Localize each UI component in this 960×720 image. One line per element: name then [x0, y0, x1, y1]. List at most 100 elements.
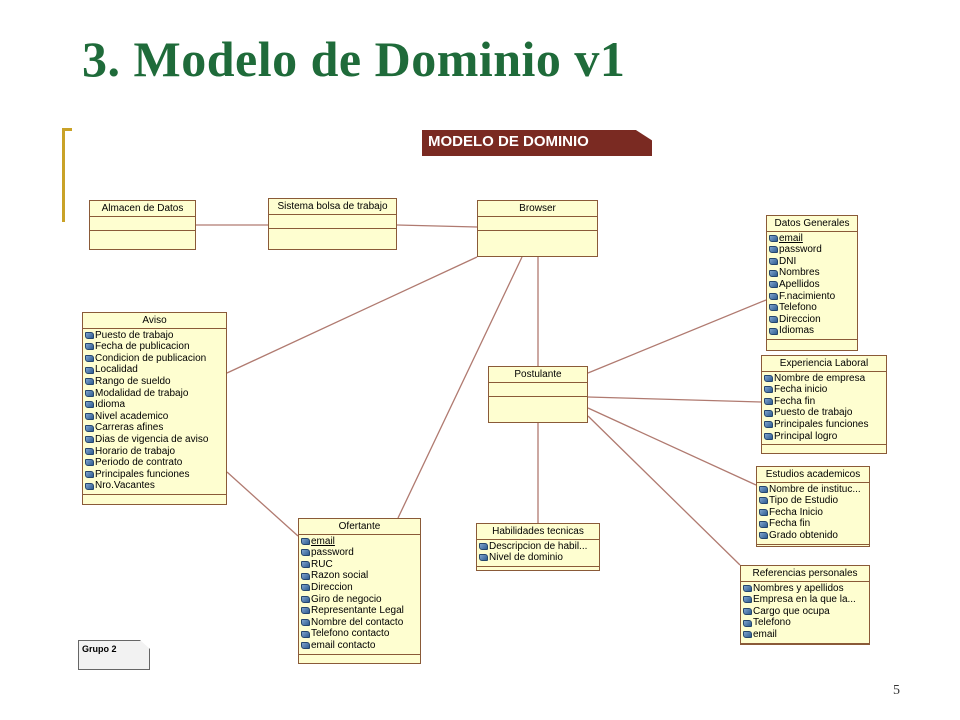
attribute-icon: [769, 316, 778, 324]
class-name: Postulante: [489, 367, 587, 383]
class-browser[interactable]: Browser: [477, 200, 598, 257]
class-name: Experiencia Laboral: [762, 356, 886, 372]
class-attribute: Periodo de contrato: [85, 457, 224, 469]
attribute-label: Principal logro: [774, 430, 838, 442]
class-name: Browser: [478, 201, 597, 217]
class-attribute: Nombre de instituc...: [759, 484, 867, 496]
class-habilidades-tecnicas[interactable]: Habilidades tecnicas Descripcion de habi…: [476, 523, 600, 571]
attribute-label: password: [311, 547, 354, 559]
attribute-label: Fecha Inicio: [769, 506, 823, 518]
class-attribute: Idiomas: [769, 325, 855, 337]
attribute-label: Puesto de trabajo: [95, 329, 174, 341]
class-name: Almacen de Datos: [90, 201, 195, 217]
attribute-label: Modalidad de trabajo: [95, 387, 189, 399]
class-estudios-academicos[interactable]: Estudios academicos Nombre de instituc..…: [756, 466, 870, 547]
attribute-icon: [85, 424, 94, 432]
class-attribute: Dias de vigencia de aviso: [85, 434, 224, 446]
class-attribute: Apellidos: [769, 279, 855, 291]
attribute-icon: [301, 537, 310, 545]
class-attribute: Nombres y apellidos: [743, 583, 867, 595]
class-attribute: Nivel de dominio: [479, 552, 597, 564]
class-name: Aviso: [83, 313, 226, 329]
class-attribute: email contacto: [301, 640, 418, 652]
attribute-label: Direccion: [311, 581, 353, 593]
class-operations: [741, 644, 869, 652]
class-sistema-bolsa-de-trabajo[interactable]: Sistema bolsa de trabajo: [268, 198, 397, 250]
attribute-icon: [764, 421, 773, 429]
class-referencias-personales[interactable]: Referencias personales Nombres y apellid…: [740, 565, 870, 645]
attribute-icon: [85, 482, 94, 490]
class-name: Habilidades tecnicas: [477, 524, 599, 540]
class-attribute: Giro de negocio: [301, 594, 418, 606]
attribute-label: password: [779, 244, 822, 256]
class-almacen-de-datos[interactable]: Almacen de Datos: [89, 200, 196, 250]
attribute-icon: [85, 331, 94, 339]
attribute-icon: [743, 584, 752, 592]
attribute-icon: [759, 509, 768, 517]
class-name: Datos Generales: [767, 216, 857, 232]
class-attribute: Direccion: [769, 314, 855, 326]
slide-title: 3. Modelo de Dominio v1: [82, 31, 626, 87]
class-attribute: Puesto de trabajo: [85, 330, 224, 342]
attribute-icon: [85, 436, 94, 444]
attribute-icon: [85, 378, 94, 386]
class-operations: [90, 231, 195, 239]
attribute-label: Idiomas: [779, 325, 815, 337]
class-attribute: Fecha fin: [759, 518, 867, 530]
attribute-label: Idioma: [95, 399, 126, 411]
attribute-label: Periodo de contrato: [95, 457, 183, 469]
association-postulante-referencias: [587, 415, 741, 566]
association-sistema-browser: [396, 224, 478, 228]
association-browser-ofertante: [397, 256, 523, 519]
attribute-icon: [301, 619, 310, 627]
attribute-label: Fecha de publicacion: [95, 341, 190, 353]
attribute-label: Grado obtenido: [769, 529, 838, 541]
class-attribute: Nombre de empresa: [764, 373, 884, 385]
class-attributes: [269, 215, 396, 229]
attribute-icon: [743, 608, 752, 616]
class-attribute: Representante Legal: [301, 605, 418, 617]
attribute-label: Dias de vigencia de aviso: [95, 433, 209, 445]
attribute-icon: [85, 447, 94, 455]
class-attribute: email: [743, 629, 867, 641]
attribute-icon: [743, 631, 752, 639]
class-attribute: RUC: [301, 559, 418, 571]
attribute-label: Fecha fin: [769, 518, 811, 530]
class-operations: [269, 229, 396, 237]
class-attribute: Descripcion de habil...: [479, 541, 597, 553]
attribute-icon: [769, 292, 778, 300]
attribute-icon: [479, 554, 488, 562]
attribute-icon: [769, 258, 778, 266]
attribute-icon: [479, 542, 488, 550]
class-operations: [762, 445, 886, 453]
attribute-label: email contacto: [311, 639, 376, 651]
attribute-icon: [85, 471, 94, 479]
class-attribute: Carreras afines: [85, 422, 224, 434]
attribute-icon: [85, 401, 94, 409]
class-operations: [478, 231, 597, 239]
attribute-icon: [764, 374, 773, 382]
attribute-label: DNI: [779, 255, 797, 267]
class-name: Referencias personales: [741, 566, 869, 582]
attribute-icon: [769, 327, 778, 335]
class-attribute: Telefono: [743, 617, 867, 629]
attribute-icon: [301, 642, 310, 650]
attribute-label: email: [779, 232, 803, 244]
attribute-icon: [769, 269, 778, 277]
class-attribute: Fecha de publicacion: [85, 341, 224, 353]
attribute-label: Nivel academico: [95, 410, 169, 422]
class-postulante[interactable]: Postulante: [488, 366, 588, 423]
attribute-label: Condicion de publicacion: [95, 352, 207, 364]
class-name: Ofertante: [299, 519, 420, 535]
class-attribute: Condicion de publicacion: [85, 353, 224, 365]
class-attribute: Puesto de trabajo: [764, 407, 884, 419]
attribute-label: Nombre del contacto: [311, 616, 404, 628]
attribute-label: Nombres: [779, 267, 820, 279]
attribute-label: Principales funciones: [95, 468, 190, 480]
attribute-icon: [759, 485, 768, 493]
attribute-icon: [301, 630, 310, 638]
